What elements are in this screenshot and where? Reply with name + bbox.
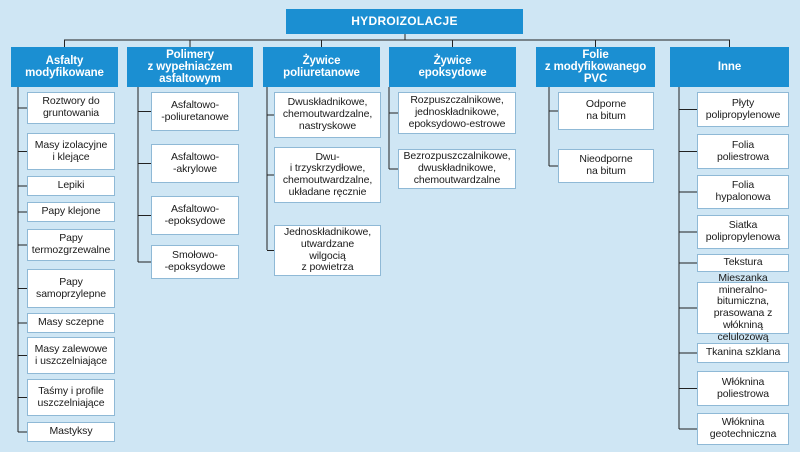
item-plyty-polipropylenowe: Płyty polipropylenowe bbox=[697, 92, 789, 127]
item-jednoskladnikowe-wilgocia: Jednoskładnikowe, utwardzane wilgocią z … bbox=[274, 225, 381, 276]
item-papy-termozgrzewalne: Papy termozgrzewalne bbox=[27, 229, 115, 261]
category-asfalty-modyfikowane: Asfalty modyfikowane bbox=[11, 47, 118, 87]
item-smolowo-epoksydowe: Smołowo- -epoksydowe bbox=[151, 245, 239, 279]
item-mieszanka-mineralno-bitumiczna: Mieszanka mineralno-bitumiczna, prasowan… bbox=[697, 272, 789, 342]
item-asfaltowo-akrylowe: Asfaltowo- -akrylowe bbox=[151, 144, 239, 183]
category-polimery-z-wypelniaczem: Polimery z wypełniaczem asfaltowym bbox=[127, 47, 253, 87]
item-bezrozpuszczalnikowe: Bezrozpuszczalnikowe, dwuskładnikowe, ch… bbox=[398, 149, 516, 189]
item-tkanina-szklana: Tkanina szklana bbox=[697, 343, 789, 363]
item-siatka-polipropylenowa: Siatka polipropylenowa bbox=[697, 215, 789, 249]
category-zywice-poliuretanowe: Żywice poliuretanowe bbox=[263, 47, 380, 87]
item-odporne-na-bitum: Odporne na bitum bbox=[558, 92, 654, 130]
item-folia-hypalonowa: Folia hypalonowa bbox=[697, 175, 789, 209]
item-folia-poliestrowa: Folia poliestrowa bbox=[697, 134, 789, 169]
item-lepiki: Lepiki bbox=[27, 176, 115, 196]
item-papy-klejone: Papy klejone bbox=[27, 202, 115, 222]
item-asfaltowo-epoksydowe: Asfaltowo- -epoksydowe bbox=[151, 196, 239, 235]
item-masy-sczepne: Masy sczepne bbox=[27, 313, 115, 333]
item-wloknina-geotechniczna: Włóknina geotechniczna bbox=[697, 413, 789, 445]
item-mastyksy: Mastyksy bbox=[27, 422, 115, 442]
root-node: HYDROIZOLACJE bbox=[286, 9, 523, 34]
item-nieodporne-na-bitum: Nieodporne na bitum bbox=[558, 149, 654, 183]
item-dwuskladnikowe-nastryskowe: Dwuskładnikowe, chemoutwardzalne, nastry… bbox=[274, 92, 381, 138]
item-dwu-i-trzyskrzydlowe: Dwu- i trzyskrzydłowe, chemoutwardzalne,… bbox=[274, 147, 381, 203]
item-asfaltowo-poliuretanowe: Asfaltowo- -poliuretanowe bbox=[151, 92, 239, 131]
item-rozpuszczalnikowe: Rozpuszczalnikowe, jednoskładnikowe, epo… bbox=[398, 92, 516, 134]
category-zywice-epoksydowe: Żywice epoksydowe bbox=[389, 47, 516, 87]
item-tasmy-i-profile: Taśmy i profile uszczelniające bbox=[27, 379, 115, 416]
item-masy-izolacyjne: Masy izolacyjne i klejące bbox=[27, 133, 115, 170]
item-tekstura: Tekstura bbox=[697, 254, 789, 272]
category-inne: Inne bbox=[670, 47, 789, 87]
category-folie-pvc: Folie z modyfikowanego PVC bbox=[536, 47, 655, 87]
item-papy-samoprzylepne: Papy samoprzylepne bbox=[27, 269, 115, 308]
item-masy-zalewowe: Masy zalewowe i uszczelniające bbox=[27, 337, 115, 374]
item-roztwory-do-gruntowania: Roztwory do gruntowania bbox=[27, 92, 115, 124]
item-wloknina-poliestrowa: Włóknina poliestrowa bbox=[697, 371, 789, 406]
